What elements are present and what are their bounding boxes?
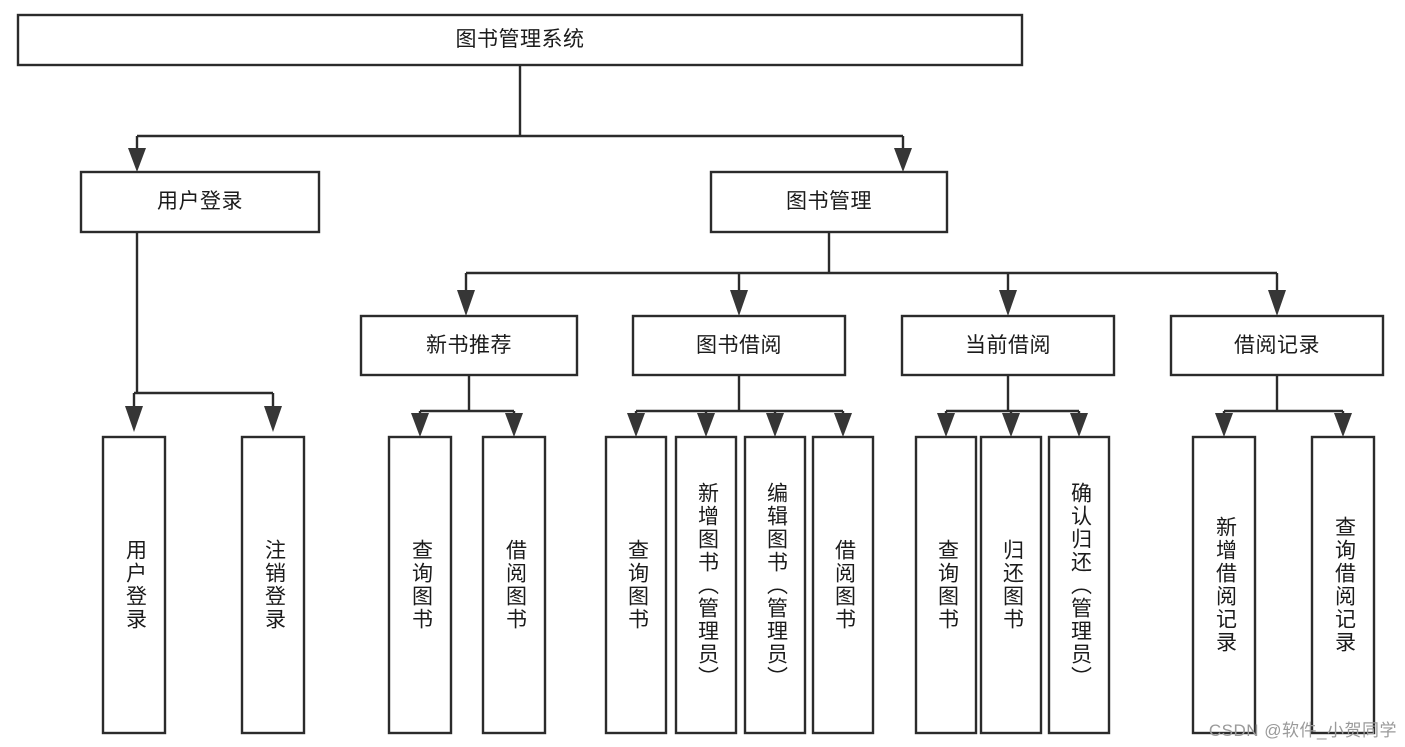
node-book-borrow[interactable] [631, 314, 847, 377]
connector-newbook-to-leaves [411, 375, 523, 437]
leaf-box[interactable] [743, 435, 807, 735]
node-current-borrow[interactable] [900, 314, 1116, 377]
leaf-box[interactable] [1310, 435, 1376, 735]
leaf-box[interactable] [604, 435, 668, 735]
connector-userlogin-to-leaves [125, 232, 282, 432]
leaf-box[interactable] [481, 435, 547, 735]
connector-record-to-leaves [1215, 375, 1352, 437]
node-borrow-record[interactable] [1169, 314, 1385, 377]
leaf-box[interactable] [240, 435, 306, 735]
node-user-login[interactable] [79, 170, 321, 234]
leaf-box[interactable] [914, 435, 978, 735]
connector-current-to-leaves [937, 375, 1088, 437]
leaf-box[interactable] [979, 435, 1043, 735]
leaf-box[interactable] [674, 435, 738, 735]
node-new-book-recommend[interactable] [359, 314, 579, 377]
leaf-box[interactable] [387, 435, 453, 735]
leaf-box[interactable] [811, 435, 875, 735]
node-root[interactable] [16, 13, 1024, 67]
leaf-box[interactable] [1047, 435, 1111, 735]
connector-root-to-level2 [128, 65, 912, 172]
node-book-management[interactable] [709, 170, 949, 234]
csdn-watermark: CSDN @软件_小贺同学 [1208, 721, 1397, 740]
connector-borrow-to-leaves [627, 375, 852, 437]
leaf-box[interactable] [101, 435, 167, 735]
leaf-box[interactable] [1191, 435, 1257, 735]
connector-bookmgmt-to-level3 [457, 232, 1286, 316]
